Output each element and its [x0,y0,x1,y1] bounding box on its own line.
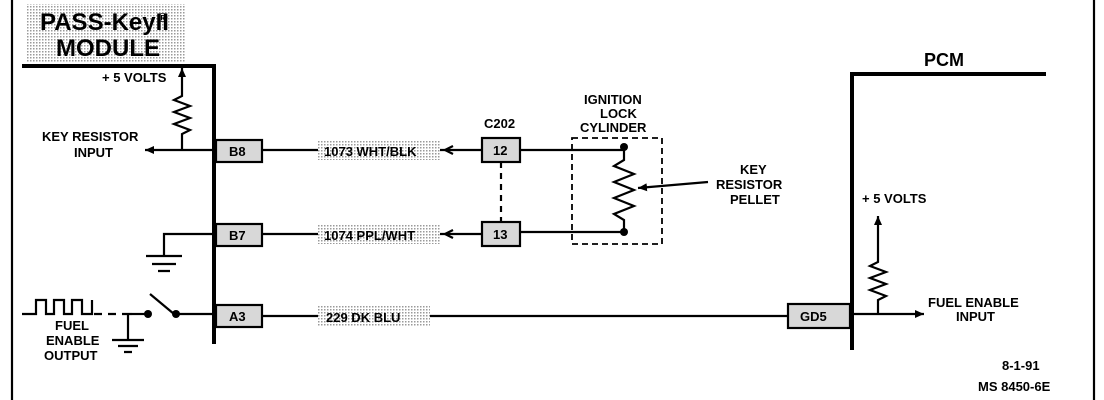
pcm-plus5-label: + 5 VOLTS [862,191,927,206]
pcm-pin-gd5-label: GD5 [800,309,827,324]
pin-b7-label: B7 [229,228,246,243]
module-title-line1: PASS-KeyII [40,9,169,36]
wire-1073-label: 1073 WHT/BLK [324,144,417,159]
fuel-enable-output-label-2: ENABLE [46,333,100,348]
pellet-pointer-arrow [637,180,709,192]
b7-ground-lead [162,232,216,256]
pcm-pullup-resistor [866,250,890,314]
fuel-enable-input-label-2: INPUT [956,309,995,324]
ignition-label-1: IGNITION [584,92,642,107]
module-plus5-label: + 5 VOLTS [102,70,167,85]
wire-1073-label-bg [318,140,440,160]
fuel-enable-input-label-1: FUEL ENABLE [928,295,1019,310]
wire-229-label-bg [318,306,430,326]
module-title-bg [26,4,186,62]
pulse-waveform [22,298,94,316]
wire-1074-label-bg [318,224,440,244]
switch-ground-icon [112,338,144,354]
wire-229-label: 229 DK BLU [326,310,400,325]
b7-ground-icon [146,254,182,273]
ignition-label-2: LOCK [600,106,637,121]
fuel-enable-output-label-1: FUEL [55,318,89,333]
connector-c202-pin13-label: 13 [493,227,507,242]
pin-a3-label: A3 [229,309,246,324]
wire-1074-label: 1074 PPL/WHT [324,228,415,243]
pellet-label-1: KEY [740,162,767,177]
switch-blade [149,293,175,315]
pcm-pin-gd5 [786,302,852,330]
connector-c202-pin12-label: 12 [493,143,507,158]
ignition-lock-cylinder-box [571,137,663,245]
pellet-contact-top [620,143,628,151]
key-resistor-pellet [520,148,637,234]
module-title-line2: MODULE [56,35,160,62]
key-resistor-input-label-1: KEY RESISTOR [42,129,139,144]
connector-c202-label: C202 [484,116,515,131]
registered-mark: ® [158,10,168,25]
outer-frame [10,0,1096,400]
footer-date: 8-1-91 [1002,358,1040,373]
module-boundary [22,64,216,344]
module-pullup-resistor [170,84,194,150]
key-resistor-input-label-2: INPUT [74,145,113,160]
switch-contact-left [144,310,152,318]
pcm-title: PCM [924,50,964,70]
fuel-enable-output-label-3: OUTPUT [44,348,98,363]
pellet-contact-bottom [620,228,628,236]
pcm-boundary [850,72,1046,350]
ignition-label-3: CYLINDER [580,120,647,135]
pellet-label-3: PELLET [730,192,780,207]
wire-1074-connector-mark [442,229,454,239]
footer-code: MS 8450-6E [978,379,1051,394]
pin-b8-label: B8 [229,144,246,159]
pellet-label-2: RESISTOR [716,177,783,192]
wire-1073-connector-mark [442,145,454,155]
